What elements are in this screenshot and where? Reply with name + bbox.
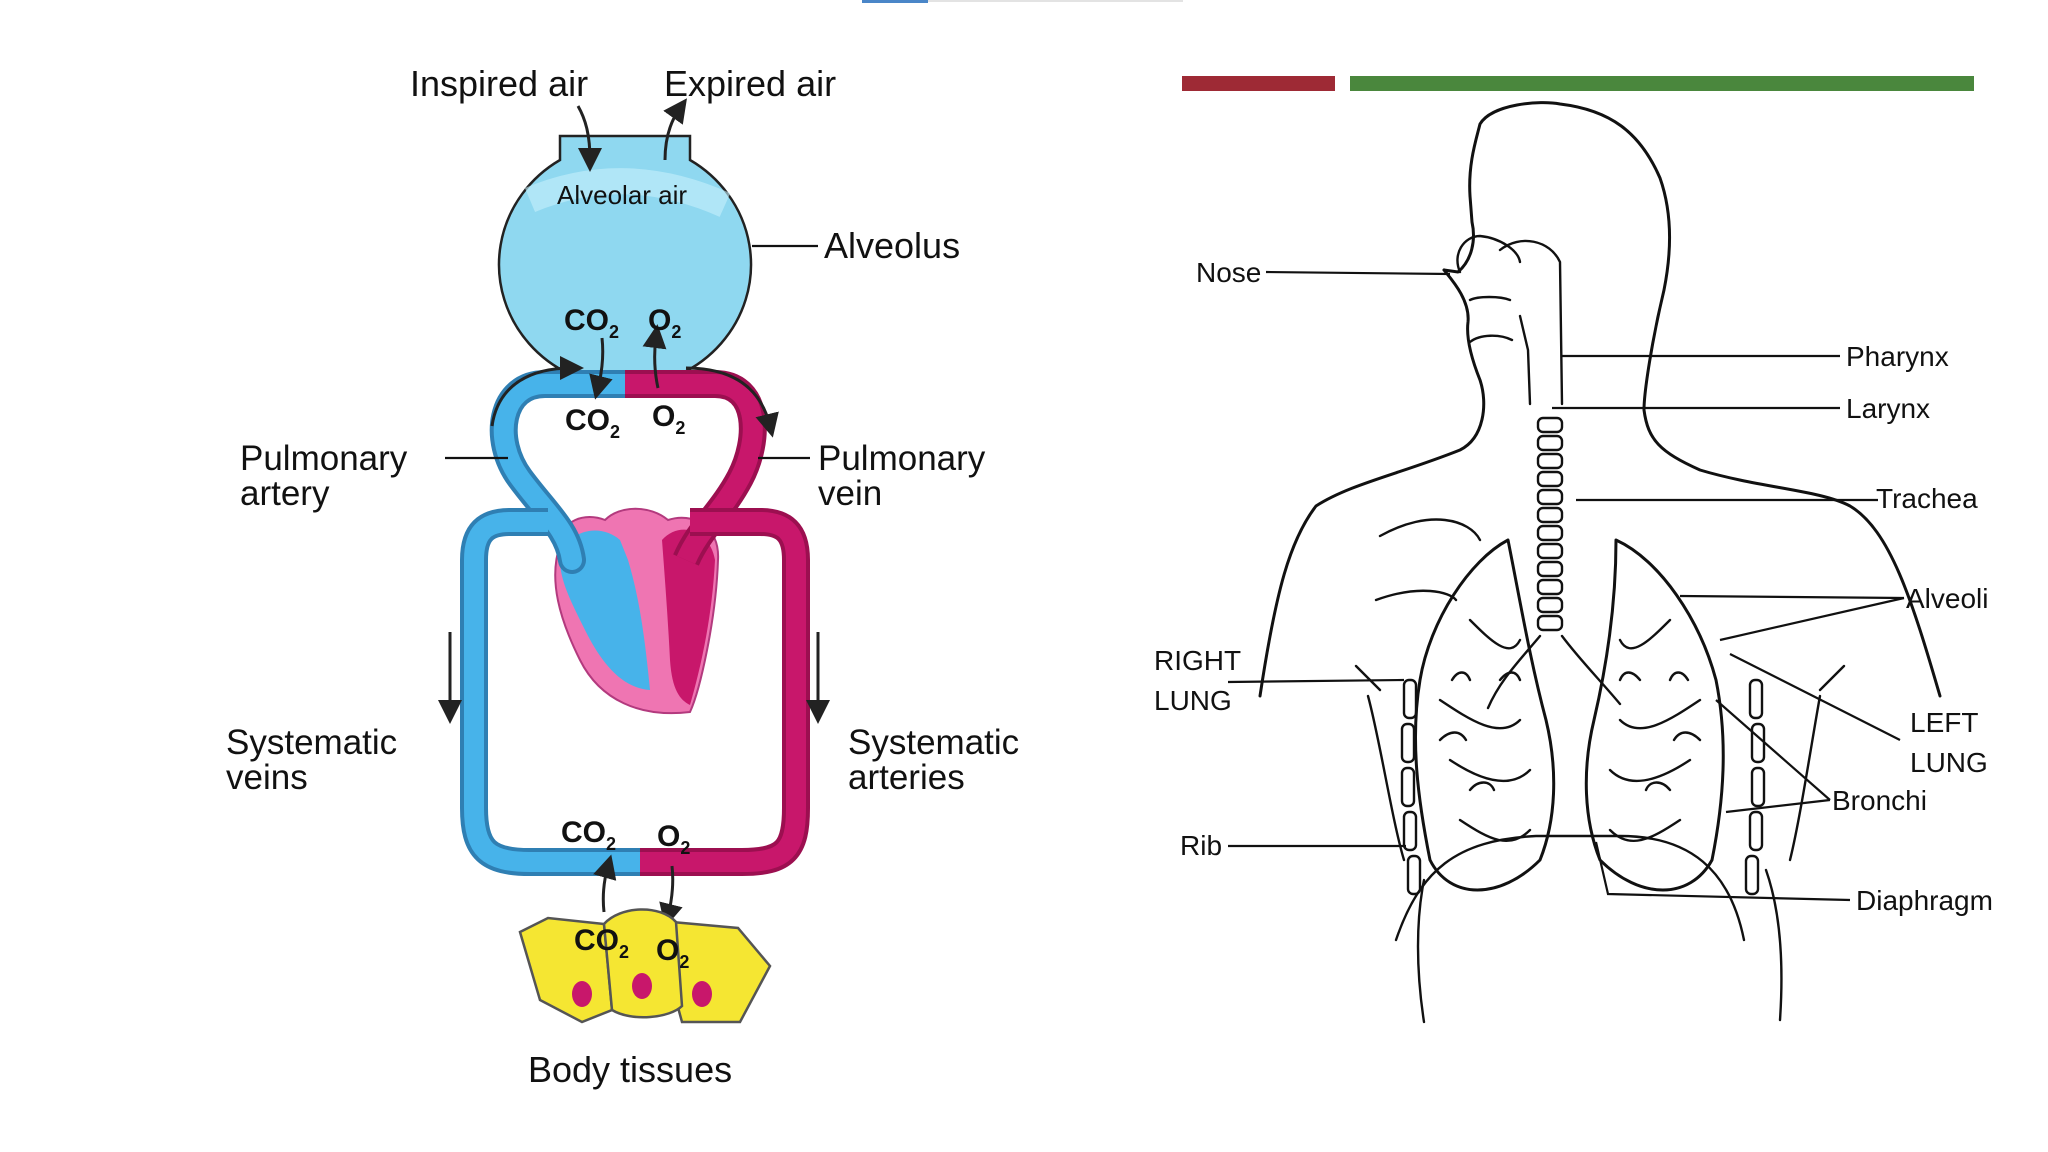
flow-arrow-out-icon: [685, 366, 779, 438]
larynx-label: Larynx: [1846, 393, 1930, 424]
systematic-arteries-label-line2: arteries: [848, 758, 965, 797]
inspired-air-label: Inspired air: [410, 63, 588, 104]
o2-tissue-label: O2: [656, 934, 689, 972]
diaphragm-label: Diaphragm: [1856, 885, 1993, 916]
o2-capillary-label: O2: [652, 400, 685, 438]
co2-to-alveolus-arrow-icon: [589, 337, 613, 400]
bronchi-label: Bronchi: [1832, 785, 1927, 816]
right-lung-label-line1: RIGHT: [1154, 645, 1241, 676]
systematic-arteries-label-line1: Systematic: [848, 723, 1019, 762]
left-lung: [1584, 538, 1725, 892]
co2-capillary-label: CO2: [565, 404, 620, 442]
co2-alveolus-label: CO2: [564, 304, 619, 342]
alveolus-bulb: [497, 134, 753, 388]
o2-to-tissue-arrow-icon: [659, 865, 683, 928]
circulation-diagram: Inspired air Expired air Alveolar air Al…: [226, 63, 1019, 1090]
right-lung-label-line2: LUNG: [1154, 685, 1232, 716]
trachea-label: Trachea: [1876, 483, 1978, 514]
rib-cage: [1354, 518, 1846, 1024]
top-tab-indicator: [862, 0, 928, 3]
systematic-veins-label-line2: veins: [226, 758, 308, 797]
rib-segments: [1400, 678, 1766, 896]
right-lung: [1414, 538, 1556, 892]
o2-alveolus-label: O2: [648, 304, 681, 342]
heart-icon: [554, 507, 720, 715]
respiratory-diagram: Nose Pharynx Larynx Trachea Alveoli RIGH…: [1154, 101, 1993, 1024]
alveolar-air-label: Alveolar air: [557, 180, 687, 210]
o2-tissue-capillary-label: O2: [657, 820, 690, 858]
rib-label: Rib: [1180, 830, 1222, 861]
o2-from-alveolus-arrow-icon: [642, 324, 667, 389]
pharynx-label: Pharynx: [1846, 341, 1949, 372]
pulmonary-artery-label-line2: artery: [240, 474, 330, 513]
co2-tissue-label: CO2: [574, 924, 629, 962]
accent-bar-green: [1350, 76, 1974, 91]
systematic-veins-label-line1: Systematic: [226, 723, 397, 762]
flow-arrow-in-icon: [490, 356, 584, 427]
expired-air-label: Expired air: [664, 63, 836, 104]
alveolus-label: Alveolus: [824, 225, 960, 266]
top-tab-track: [928, 0, 1183, 2]
trachea-rings: [1536, 416, 1564, 632]
co2-from-tissue-arrow-icon: [593, 854, 617, 913]
inspired-air-arrow-icon: [576, 105, 602, 172]
co2-tissue-capillary-label: CO2: [561, 816, 616, 854]
nose-label: Nose: [1196, 257, 1261, 288]
accent-bar-red: [1182, 76, 1335, 91]
alveoli-label: Alveoli: [1906, 583, 1988, 614]
body-tissues-label: Body tissues: [528, 1049, 732, 1090]
left-lung-label-line1: LEFT: [1910, 707, 1978, 738]
body-tissue-cells: [518, 908, 772, 1024]
pulmonary-artery-label-line1: Pulmonary: [240, 439, 408, 478]
pulmonary-vein-label-line1: Pulmonary: [818, 439, 986, 478]
left-lung-label-line2: LUNG: [1910, 747, 1988, 778]
expired-air-arrow-icon: [663, 98, 687, 161]
pulmonary-vein-label-line2: vein: [818, 474, 882, 513]
